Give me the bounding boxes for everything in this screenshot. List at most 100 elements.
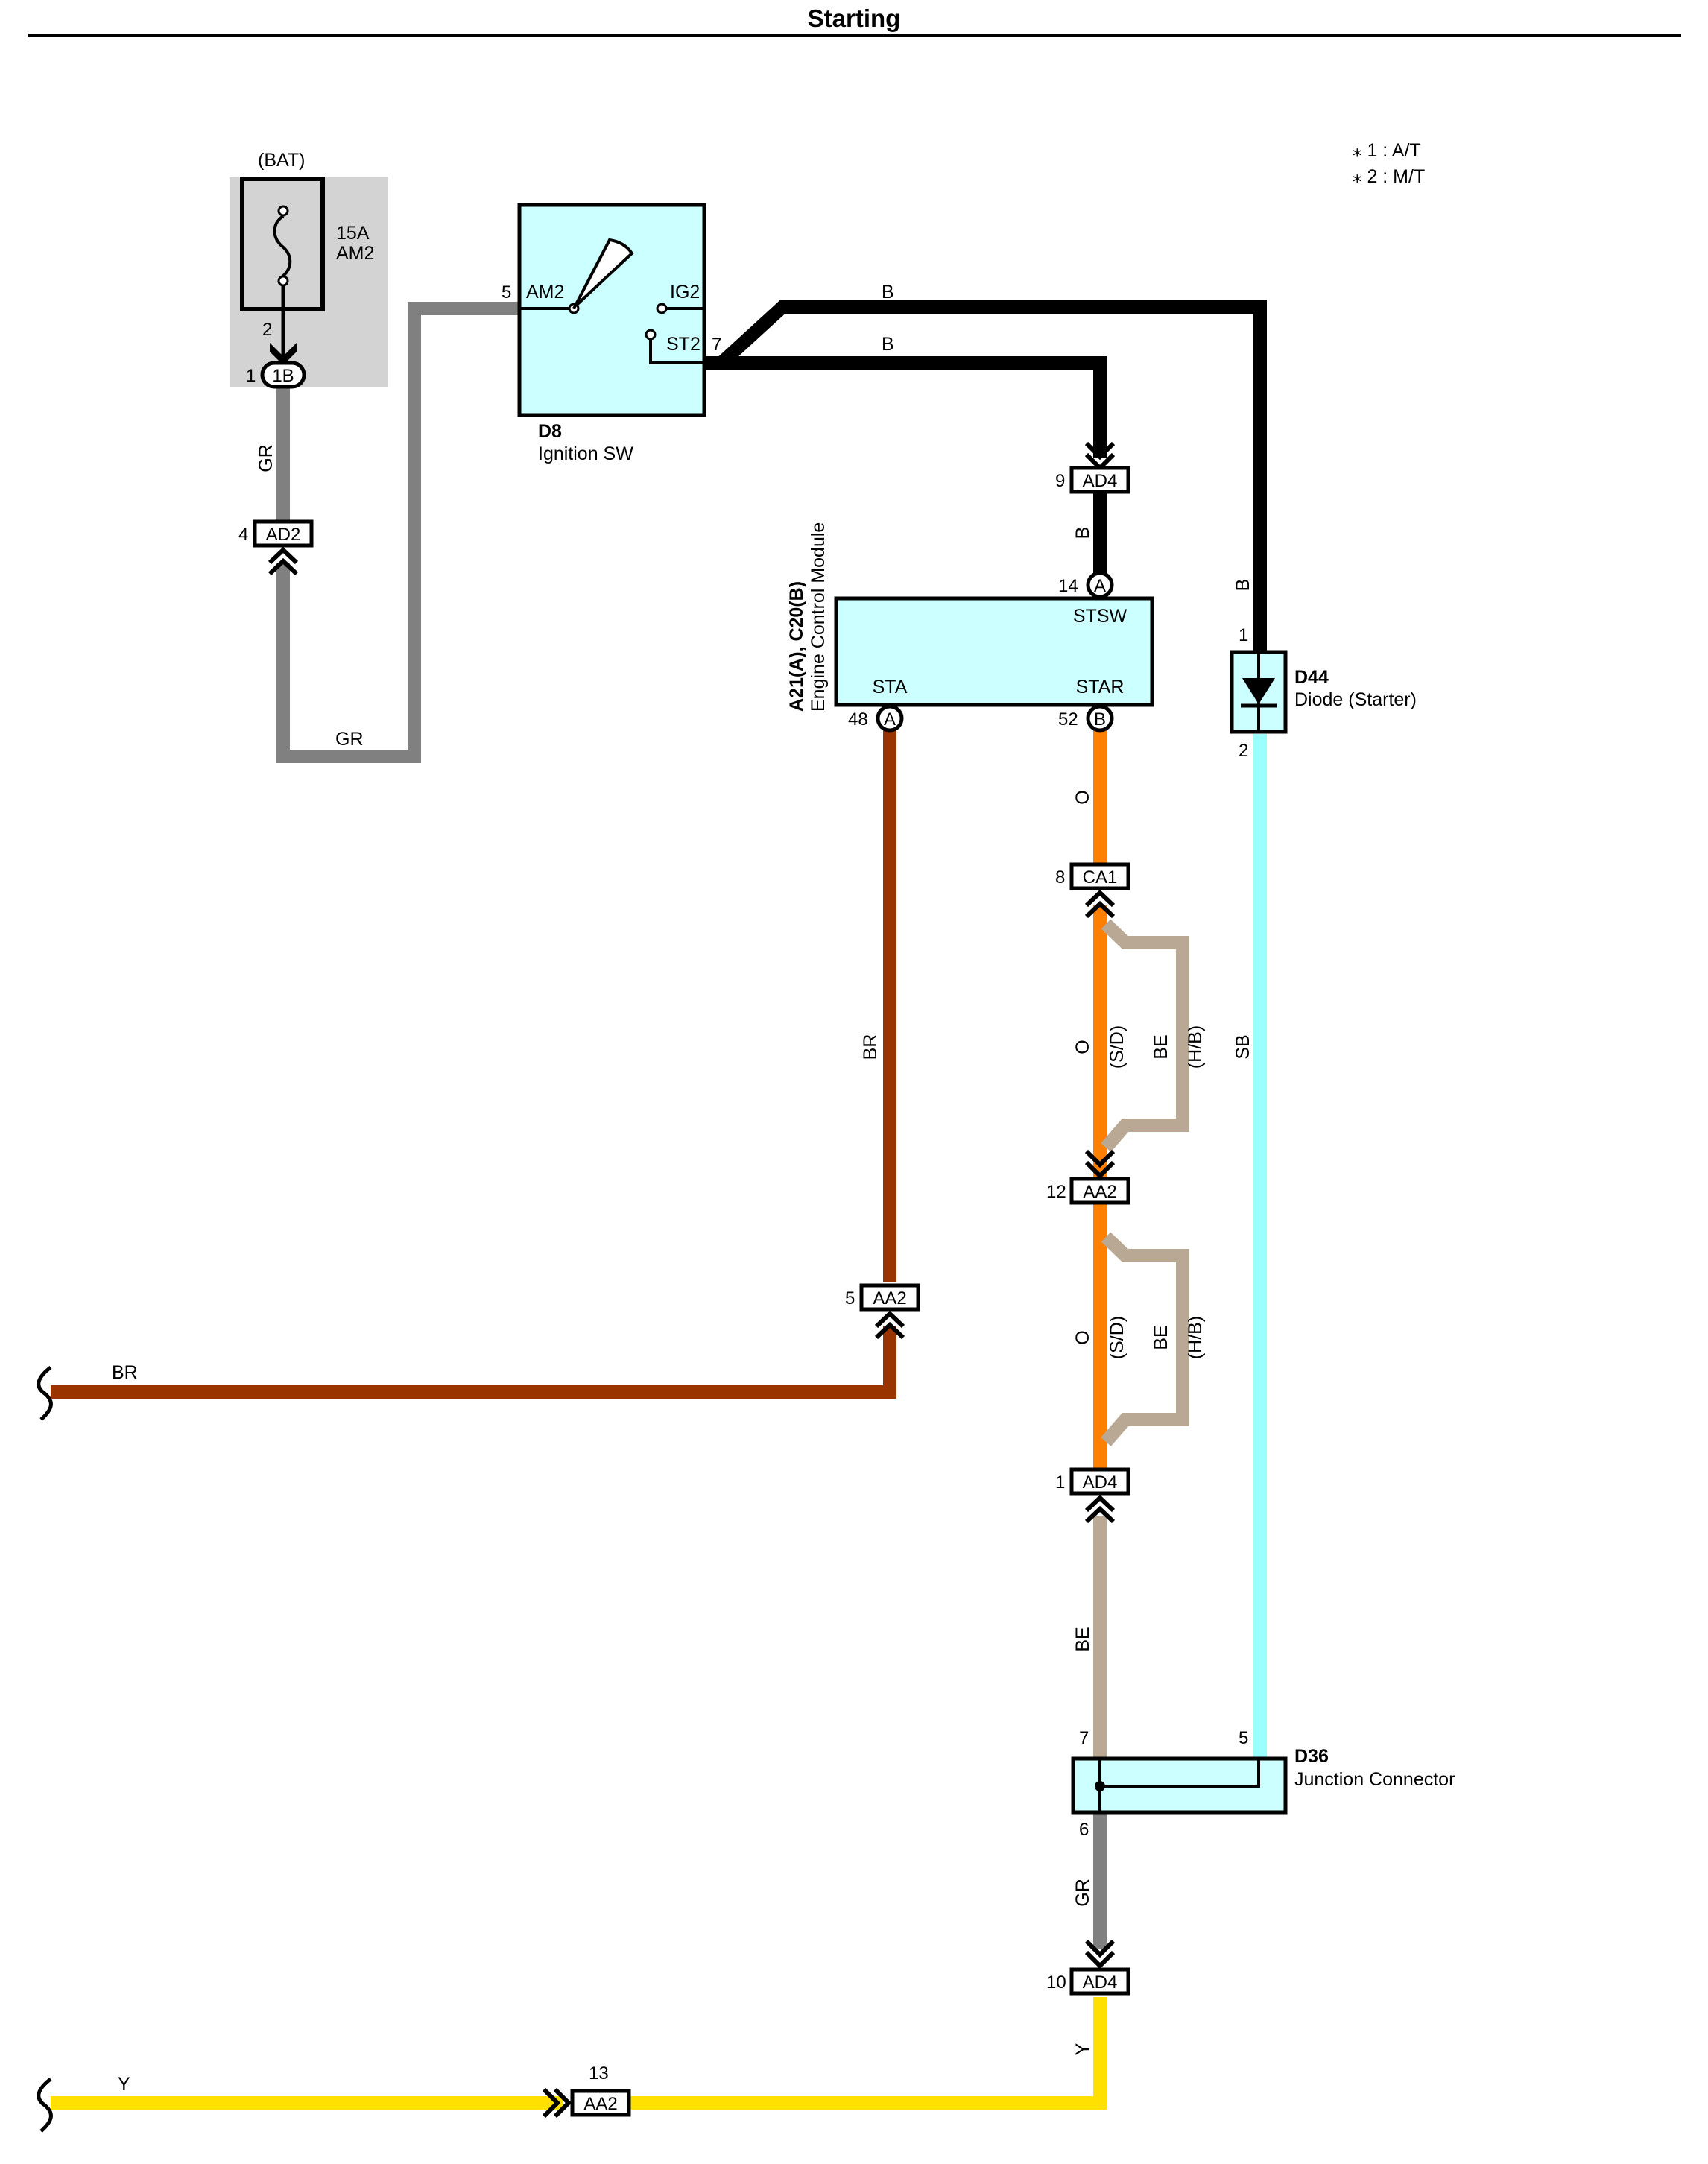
break-mark-br [37,1366,53,1421]
junction-pin-b: 5 [1239,1728,1248,1748]
label-br-vert: BR [860,1034,881,1060]
ignition-term-st2: ST2 [666,334,700,355]
fuse-arrow-icon [270,343,297,365]
ignition-id: D8 [538,421,562,442]
ecm-star-conn: B [1094,709,1106,730]
ecm-term-sta: STA [873,677,908,697]
note-mt: ⁎ 2 : M/T [1353,166,1425,187]
ignition-contact-icon [572,238,634,309]
connector-ca1-id: CA1 [1083,867,1118,888]
connector-ad4-9-id: AD4 [1083,471,1118,491]
ecm-sta-terminal [876,704,904,733]
ignition-term-am2: AM2 [526,282,564,303]
fuse-name: AM2 [336,243,374,264]
label-o-1: O [1072,790,1093,804]
connector-ad4-10-id: AD4 [1083,1972,1118,1993]
fuse-pin-conn: 1 [246,366,256,386]
ecm-box [834,596,1154,707]
connector-aa2-13-id: AA2 [583,2094,617,2114]
ignition-pin-out: 7 [712,335,721,355]
connector-ca1 [1069,862,1130,890]
connector-aa2-5-id: AA2 [873,1288,906,1309]
fuse-rating: 15A [336,223,370,244]
fuse-terminal-bottom [277,275,289,287]
label-be-2: BE [1151,1325,1171,1350]
label-o-2: O [1072,1040,1093,1054]
wire-be-bypass-2 [1101,1232,1189,1446]
connector-aa2-12 [1069,1177,1130,1205]
fuse-conn-id: 1B [272,366,294,386]
label-be-1: BE [1151,1034,1171,1059]
ecm-sta-pin: 48 [848,709,868,730]
label-b-mid: B [882,334,894,355]
connector-aa2-13-pin: 13 [589,2063,609,2084]
connector-aa2-13-latch-icon [542,2087,572,2119]
diode-symbol-icon [1242,678,1275,704]
wire-b-top [716,300,1267,652]
ecm-ids: A21(A), C20(B) [786,581,807,712]
diode-name: Diode (Starter) [1294,689,1417,710]
label-b-vert: B [1072,527,1093,540]
break-mark-y [37,2078,53,2133]
label-be-vert: BE [1072,1627,1093,1651]
ecm-sta-conn: A [884,709,896,730]
connector-aa2-5-pin: 5 [845,1288,855,1309]
label-y-horiz: Y [118,2074,130,2095]
ecm-term-stsw: STSW [1073,606,1127,627]
ignition-pin-in: 5 [502,282,511,303]
connector-aa2-5 [859,1283,920,1312]
ecm-stsw-terminal [1086,571,1114,599]
junction-pin-c: 6 [1079,1820,1089,1840]
ecm-term-star: STAR [1076,677,1125,697]
connector-ad2-pin: 4 [238,525,248,545]
connector-ad4-9 [1069,466,1130,494]
connector-ad2-id: AD2 [266,525,301,545]
connector-ad2 [253,519,314,548]
label-sb: SB [1233,1034,1253,1059]
label-y-vert: Y [1072,2043,1093,2055]
fuse-connector [260,361,306,389]
wire-b-mid [704,356,1107,458]
label-gr-jc: GR [1072,1879,1093,1907]
wire-gr-loop [276,302,522,763]
ignition-ig2-contact [656,303,668,314]
wire-br-horiz [51,1326,896,1399]
wire-y-vert [622,1997,1107,2110]
connector-ad2-latch-icon [268,546,299,576]
connector-ca1-latch-icon [1084,889,1116,919]
label-sd-2: (S/D) [1107,1316,1127,1359]
connector-ad4-10-latch-icon [1084,1939,1116,1970]
ignition-name: Ignition SW [538,443,633,464]
connector-aa2-12-pin: 12 [1046,1182,1066,1202]
connector-ad4-10-pin: 10 [1046,1972,1066,1993]
junction-pin-a: 7 [1079,1728,1089,1748]
ecm-star-pin: 52 [1058,709,1078,730]
fuse-element-icon [273,215,292,279]
ecm-name: Engine Control Module [808,522,829,712]
fuse-pin-top: 2 [262,320,272,340]
label-o-3: O [1072,1330,1093,1344]
connector-ad4-1 [1069,1467,1130,1496]
connector-ad4-1-id: AD4 [1083,1472,1118,1493]
label-gr-bottom: GR [335,729,364,750]
junction-id: D36 [1294,1746,1329,1767]
junction-name: Junction Connector [1294,1769,1455,1790]
diode-pin-in: 1 [1239,625,1248,645]
label-b-top: B [882,282,894,303]
diode-id: D44 [1294,667,1329,688]
label-hb-2: (H/B) [1185,1316,1206,1359]
label-br-horiz: BR [112,1362,138,1383]
connector-ca1-pin: 8 [1055,867,1065,888]
connector-aa2-5-latch-icon [874,1310,905,1340]
label-sd-1: (S/D) [1107,1025,1127,1069]
ignition-st2-contact [645,329,657,341]
junction-node [1095,1781,1105,1791]
connector-ad4-1-latch-icon [1084,1494,1116,1524]
wire-be-bypass-1 [1101,919,1189,1152]
diagram-title: Starting [808,4,901,32]
label-hb-1: (H/B) [1185,1025,1206,1069]
connector-ad4-9-pin: 9 [1055,471,1065,491]
fuse-background [230,177,388,387]
connector-aa2-12-latch-icon [1084,1149,1116,1180]
